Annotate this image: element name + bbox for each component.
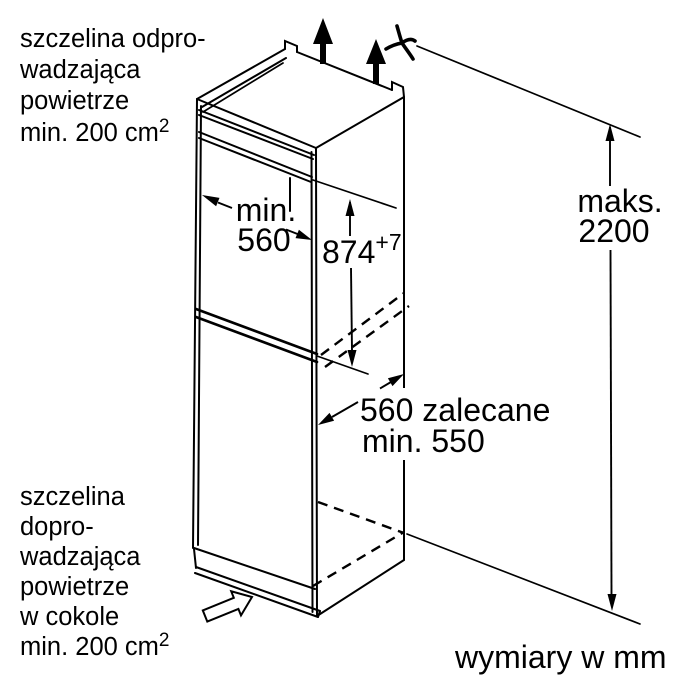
bottom-gap-line3: wadzająca: [19, 543, 141, 571]
dim-line-lower: [350, 267, 353, 352]
dim-line-left: [331, 401, 359, 418]
dim-niche-height: 874+7: [312, 179, 402, 367]
plinth-sill-bottom: [194, 572, 319, 618]
airflow-up-arrow-1: [313, 18, 333, 64]
front-right-edge-inner: [310, 151, 314, 613]
dim-depth: 560 zalecane min. 550: [318, 374, 550, 460]
floor-hidden-back-edge: [317, 500, 405, 535]
dim-arrow-upright: [387, 374, 404, 387]
label-depth-line2: min. 550: [362, 423, 485, 459]
niche-height-value: 874: [322, 234, 375, 270]
back-left-notch: [284, 39, 298, 53]
shelf-hidden-edge-1: [320, 292, 405, 356]
plinth-sill-top: [195, 566, 321, 612]
slot-lower-lip-1: [198, 131, 313, 178]
dim-line-right: [285, 228, 298, 235]
front-right-edge-outer: [315, 147, 318, 617]
label-max-height-line1: maks.: [577, 183, 662, 219]
top-left-inner-edge: [201, 57, 287, 108]
slot-upper-lip-2: [198, 114, 314, 160]
dim-arrow-up: [345, 199, 355, 216]
plinth-left-cap: [193, 548, 197, 569]
dim-arrow-upleft: [202, 195, 220, 207]
bottom-gap-min-area: min. 200 cm2: [20, 630, 169, 661]
dim-line-right: [379, 381, 392, 390]
top-gap-line2: wadzająca: [19, 56, 141, 84]
dim-max-height: maks. 2200: [406, 45, 663, 625]
ext-line-ceiling: [312, 179, 397, 209]
dim-arrow-down: [607, 594, 617, 611]
top-gap-min-area: min. 200 cm2: [20, 116, 169, 147]
cabinet-outline: [192, 39, 405, 617]
side-bottom-edge: [316, 559, 405, 617]
back-right-notch: [391, 80, 405, 98]
slot-lower-lip-2: [198, 137, 312, 183]
bottom-gap-line1: szczelina: [20, 483, 126, 511]
label-depth-line1: 560 zalecane: [360, 392, 550, 428]
vapour-curl-icon: [384, 24, 417, 61]
top-gap-line1: szczelina odpro-: [20, 25, 206, 53]
dim-arrow-down: [347, 350, 357, 367]
top-front-edge: [196, 98, 317, 149]
top-gap-line3: powietrze: [20, 87, 129, 115]
front-left-edge-outer: [192, 98, 198, 549]
shelf-front-edge-bottom: [194, 315, 319, 364]
airflow-up-arrow-2: [366, 39, 386, 84]
airflow-symbols: [313, 18, 417, 84]
dim-line-lower: [609, 249, 613, 595]
dim-niche-width: min. 560: [202, 192, 312, 258]
slot-interior-edge: [202, 62, 284, 113]
niche-shelf: [194, 292, 410, 375]
units-note: wymiary w mm: [454, 639, 667, 675]
front-left-edge-inner: [197, 105, 202, 546]
ext-line-bottom: [406, 533, 641, 625]
ext-line-top: [416, 45, 641, 138]
annotation-bottom-air-gap: szczelina dopro- wadzająca powietrze w c…: [19, 483, 169, 661]
air-inlet-hollow-arrow: [201, 589, 254, 623]
shelf-extension-line: [316, 355, 369, 375]
bottom-gap-line4: powietrze: [20, 573, 129, 601]
label-backdrop: [358, 388, 550, 460]
shelf-hidden-edge-2: [324, 305, 410, 368]
label-niche-width-line2: 560: [237, 222, 290, 258]
annotation-top-air-gap: szczelina odpro- wadzająca powietrze min…: [19, 25, 206, 147]
dim-arrow-downright: [295, 229, 312, 240]
floor-hidden-side-edge: [312, 530, 405, 588]
slot-upper-lip-1: [198, 109, 315, 156]
dim-line-left: [217, 201, 233, 209]
label-niche-width-line1: min.: [236, 192, 296, 228]
front-bottom-edge: [193, 547, 316, 590]
top-left-receding-edge: [196, 48, 286, 100]
niche-height-tolerance: +7: [375, 229, 401, 255]
bottom-gap-line5: w cokole: [19, 603, 119, 631]
top-vent-slot: [198, 62, 315, 212]
dim-arrow-downleft: [318, 412, 335, 425]
bottom-gap-line2: dopro-: [20, 513, 94, 541]
label-max-height-line2: 2200: [578, 213, 649, 249]
plinth: [193, 500, 405, 618]
dim-arrow-up: [605, 124, 615, 141]
shelf-front-edge-top: [194, 307, 319, 356]
plinth-sill-right-cap: [317, 610, 321, 618]
label-niche-height: 874+7: [322, 229, 402, 270]
side-top-edge: [315, 96, 405, 149]
